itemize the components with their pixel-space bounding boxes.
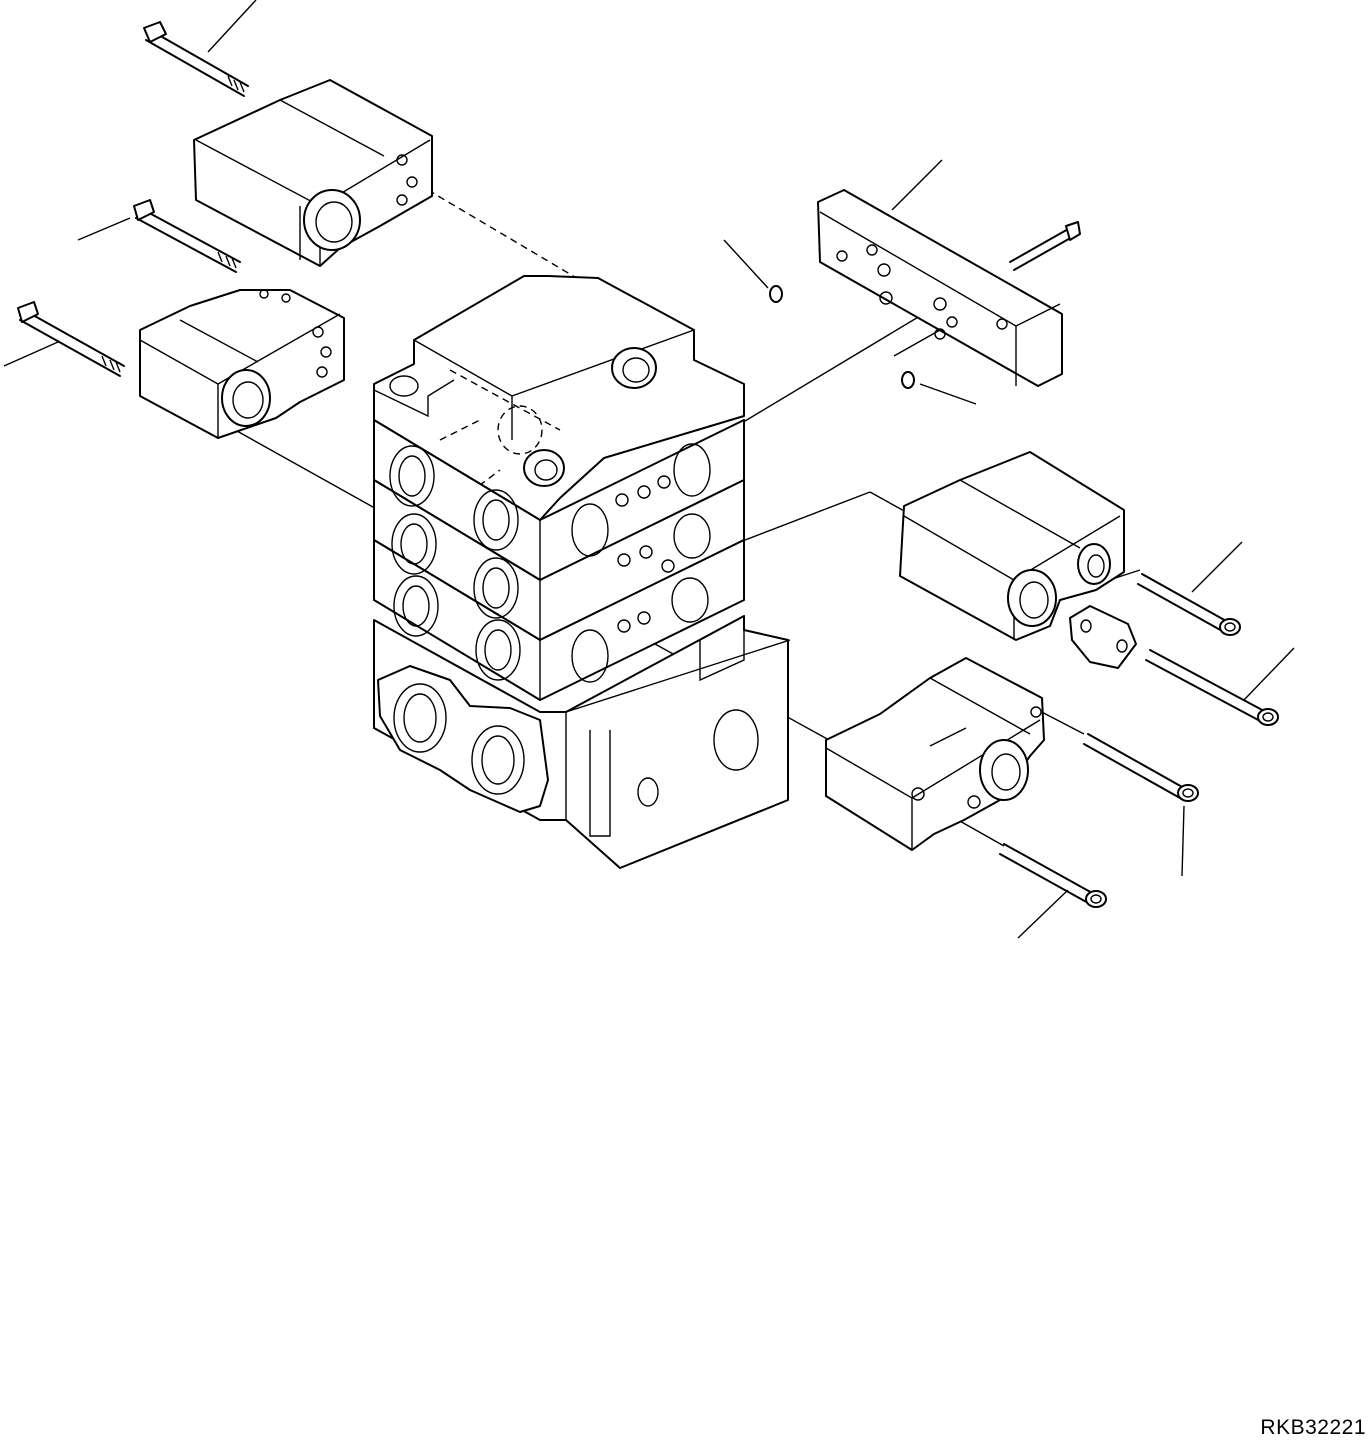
bolt-4 — [1009, 221, 1081, 271]
cover-block-right-upper — [899, 451, 1125, 641]
bolt-8 — [999, 843, 1107, 908]
drawing-code-label: RKB32221 — [1260, 1416, 1366, 1439]
valve-body — [373, 275, 791, 869]
cover-block-right-lower — [825, 657, 1045, 851]
bolt-3 — [17, 301, 125, 377]
bolts — [17, 21, 1279, 908]
flange-plate — [1069, 605, 1137, 669]
cover-block-lower — [139, 289, 345, 439]
cover-plate — [817, 189, 1063, 387]
cover-block-upper — [193, 79, 433, 267]
bolt-7 — [1083, 733, 1199, 802]
callout-leaders — [3, 0, 1295, 939]
bolt-2 — [133, 199, 241, 273]
bolt-5 — [1137, 573, 1241, 636]
o-rings — [769, 285, 915, 389]
bolt-6 — [1145, 649, 1279, 726]
bolt-1 — [143, 21, 249, 97]
